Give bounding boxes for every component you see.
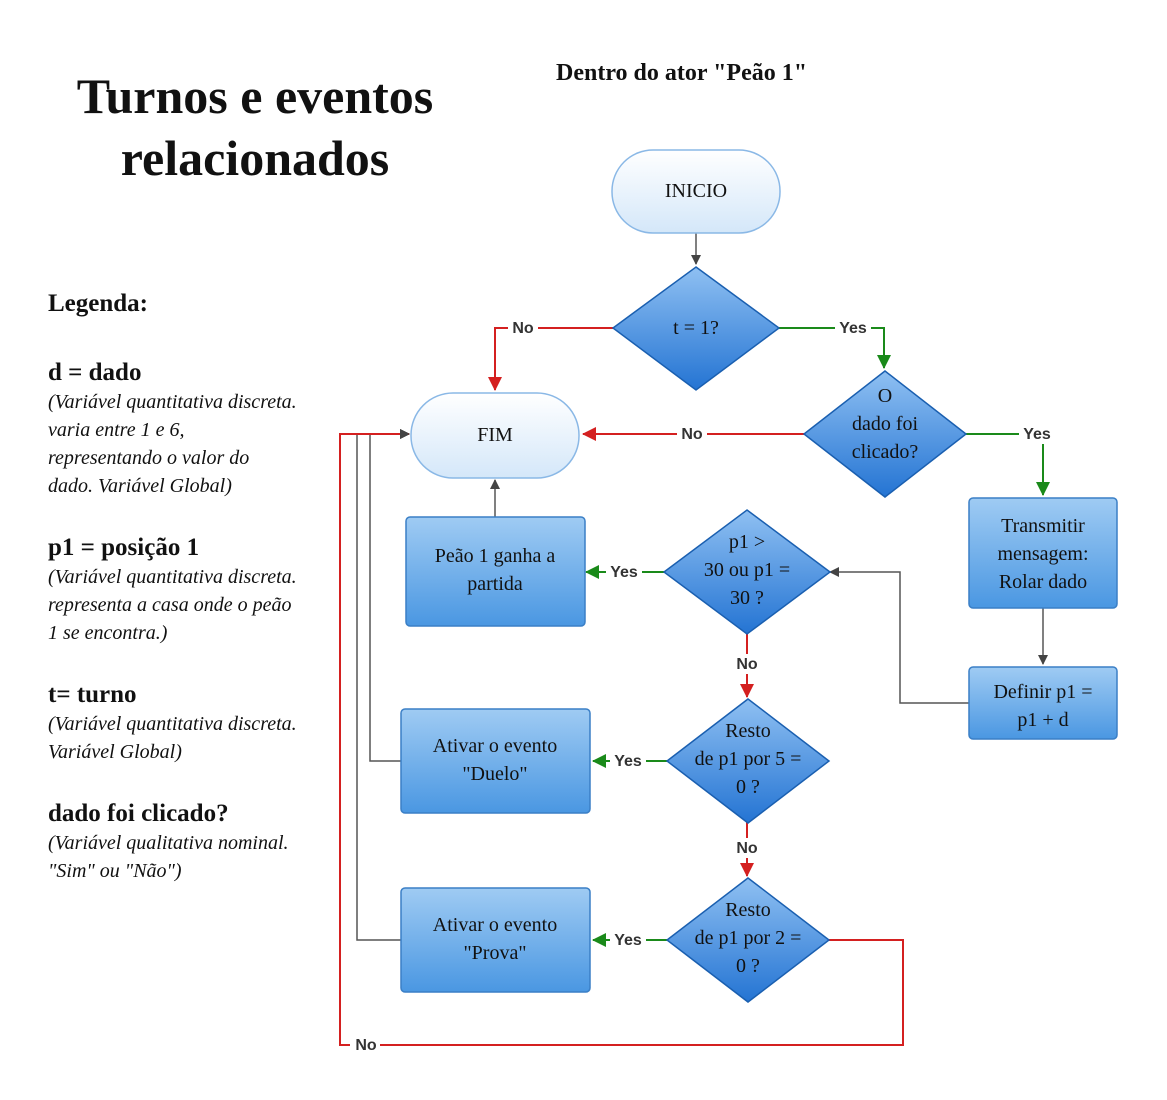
edge-label-p1gt30-yes: Yes [606, 562, 642, 582]
svg-text:"Duelo": "Duelo" [462, 763, 527, 785]
edge-resto2-no-to-fim [339, 429, 904, 1046]
edge-definir-to-p1gt30 [829, 567, 969, 704]
svg-text:O: O [878, 385, 892, 407]
edge-label-resto5-no: No [732, 838, 762, 858]
svg-text:No: No [512, 320, 534, 337]
process-evento-prova: Ativar o evento "Prova" [400, 887, 591, 993]
svg-text:0 ?: 0 ? [736, 955, 760, 977]
svg-text:p1 + d: p1 + d [1017, 709, 1068, 731]
edge-label-p1gt30-no: No [732, 654, 762, 674]
decision-resto-2: Resto de p1 por 2 = 0 ? [665, 877, 831, 1003]
svg-text:Resto: Resto [725, 720, 771, 742]
diagram-subtitle: Dentro do ator "Peão 1" [556, 60, 808, 86]
node-fim: FIM [410, 392, 580, 479]
node-inicio-label: INICIO [665, 180, 727, 202]
edge-label-resto2-yes: Yes [610, 930, 646, 950]
edge-label-resto2-no: No [350, 1035, 380, 1055]
node-fim-label: FIM [477, 424, 513, 446]
process-peao-ganha: Peão 1 ganha a partida [405, 516, 586, 627]
svg-text:Yes: Yes [610, 564, 638, 581]
edge-label-dado-no: No [677, 424, 707, 444]
legend-desc-turno: (Variável quantitativa discreta. Variáve… [48, 713, 297, 763]
svg-text:30 ou p1 =: 30 ou p1 = [704, 559, 790, 581]
svg-text:dado foi: dado foi [852, 413, 919, 435]
edge-label-t-yes: Yes [835, 318, 871, 338]
svg-text:de p1 por 5 =: de p1 por 5 = [695, 748, 802, 770]
decision-t-eq-1: t = 1? [611, 266, 781, 391]
legend-term-dado: d = dado [48, 359, 142, 386]
svg-text:Ativar o evento: Ativar o evento [433, 735, 557, 757]
decision-resto-5: Resto de p1 por 5 = 0 ? [665, 698, 831, 824]
svg-text:No: No [355, 1037, 377, 1054]
legend-heading: Legenda: [48, 290, 148, 317]
svg-text:Yes: Yes [839, 320, 867, 337]
svg-text:clicado?: clicado? [852, 441, 919, 463]
edge-label-resto5-yes: Yes [610, 751, 646, 771]
svg-text:0 ?: 0 ? [736, 776, 760, 798]
svg-text:"Prova": "Prova" [464, 942, 527, 964]
svg-text:Transmitir: Transmitir [1001, 515, 1085, 537]
svg-text:mensagem:: mensagem: [997, 543, 1088, 565]
process-definir-p1: Definir p1 = p1 + d [968, 666, 1118, 740]
svg-text:p1 >: p1 > [729, 531, 765, 553]
edge-label-dado-yes: Yes [1019, 424, 1055, 444]
edge-t-no-to-fim [488, 327, 613, 391]
decision-t-eq-1-label: t = 1? [673, 317, 719, 339]
svg-text:No: No [681, 426, 703, 443]
edge-t-yes-to-dado [779, 327, 891, 369]
svg-text:Yes: Yes [614, 753, 642, 770]
edge-label-t-no: No [508, 318, 538, 338]
legend-term-dado-clicado: dado foi clicado? [48, 800, 229, 827]
legend-desc-dado-clicado: (Variável qualitativa nominal. "Sim" ou … [48, 832, 289, 882]
process-transmitir-mensagem: Transmitir mensagem: Rolar dado [968, 497, 1118, 609]
decision-dado-clicado: O dado foi clicado? [802, 370, 968, 498]
legend-term-posicao: p1 = posição 1 [48, 534, 200, 561]
page-title: Turnos e eventos relacionados [76, 68, 434, 186]
svg-text:No: No [736, 840, 758, 857]
svg-text:Ativar o evento: Ativar o evento [433, 914, 557, 936]
svg-text:Yes: Yes [614, 932, 642, 949]
svg-text:partida: partida [467, 573, 523, 595]
svg-text:Yes: Yes [1023, 426, 1051, 443]
svg-text:Peão 1 ganha a: Peão 1 ganha a [435, 545, 556, 567]
legend-term-turno: t= turno [48, 681, 137, 708]
svg-text:de p1 por 2 =: de p1 por 2 = [695, 927, 802, 949]
decision-p1-gt-30: p1 > 30 ou p1 = 30 ? [662, 509, 832, 635]
legend-desc-dado: (Variável quantitativa discreta. varia e… [48, 391, 297, 497]
svg-text:Rolar dado: Rolar dado [999, 571, 1087, 593]
edge-prova-to-fim [356, 429, 410, 941]
process-evento-duelo: Ativar o evento "Duelo" [400, 708, 591, 814]
legend: Legenda: d = dado (Variável quantitativa… [48, 290, 298, 918]
node-inicio: INICIO [611, 149, 781, 234]
svg-text:Resto: Resto [725, 899, 771, 921]
svg-text:30 ?: 30 ? [730, 587, 764, 609]
svg-text:No: No [736, 656, 758, 673]
legend-desc-posicao: (Variável quantitativa discreta. represe… [48, 566, 297, 644]
svg-text:Definir p1 =: Definir p1 = [993, 681, 1092, 703]
